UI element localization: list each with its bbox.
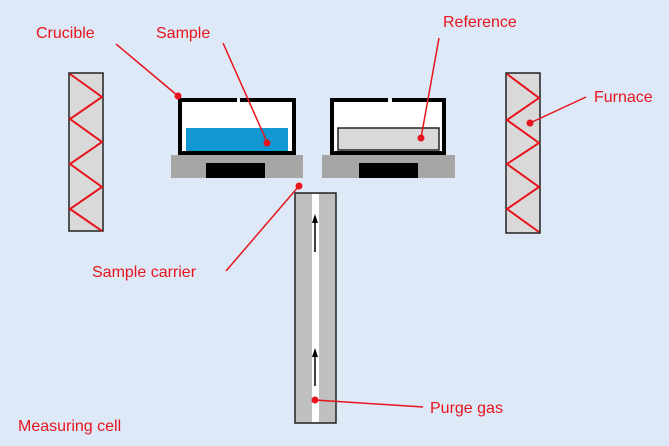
label-reference: Reference <box>443 14 517 31</box>
sample-crucible <box>178 98 296 155</box>
leader-lines <box>115 37 587 408</box>
reference-crucible <box>330 98 446 155</box>
purge-gas-tube <box>294 192 337 424</box>
reference-material <box>337 127 440 151</box>
reference-carrier-platform <box>322 155 455 178</box>
label-crucible: Crucible <box>36 25 95 42</box>
flow-arrow-icon <box>312 214 318 252</box>
label-sample-carrier: Sample carrier <box>92 264 197 281</box>
flow-arrow-icon <box>312 348 318 386</box>
label-measuring-cell: Measuring cell <box>18 418 121 435</box>
label-furnace: Furnace <box>594 89 653 106</box>
label-sample: Sample <box>156 25 210 42</box>
sample-carrier-platform <box>171 155 303 178</box>
label-purge-gas: Purge gas <box>430 400 503 417</box>
right-furnace-wall <box>505 72 541 234</box>
leader-dots <box>174 92 534 404</box>
left-furnace-wall <box>68 72 104 232</box>
sample-material <box>186 128 288 151</box>
